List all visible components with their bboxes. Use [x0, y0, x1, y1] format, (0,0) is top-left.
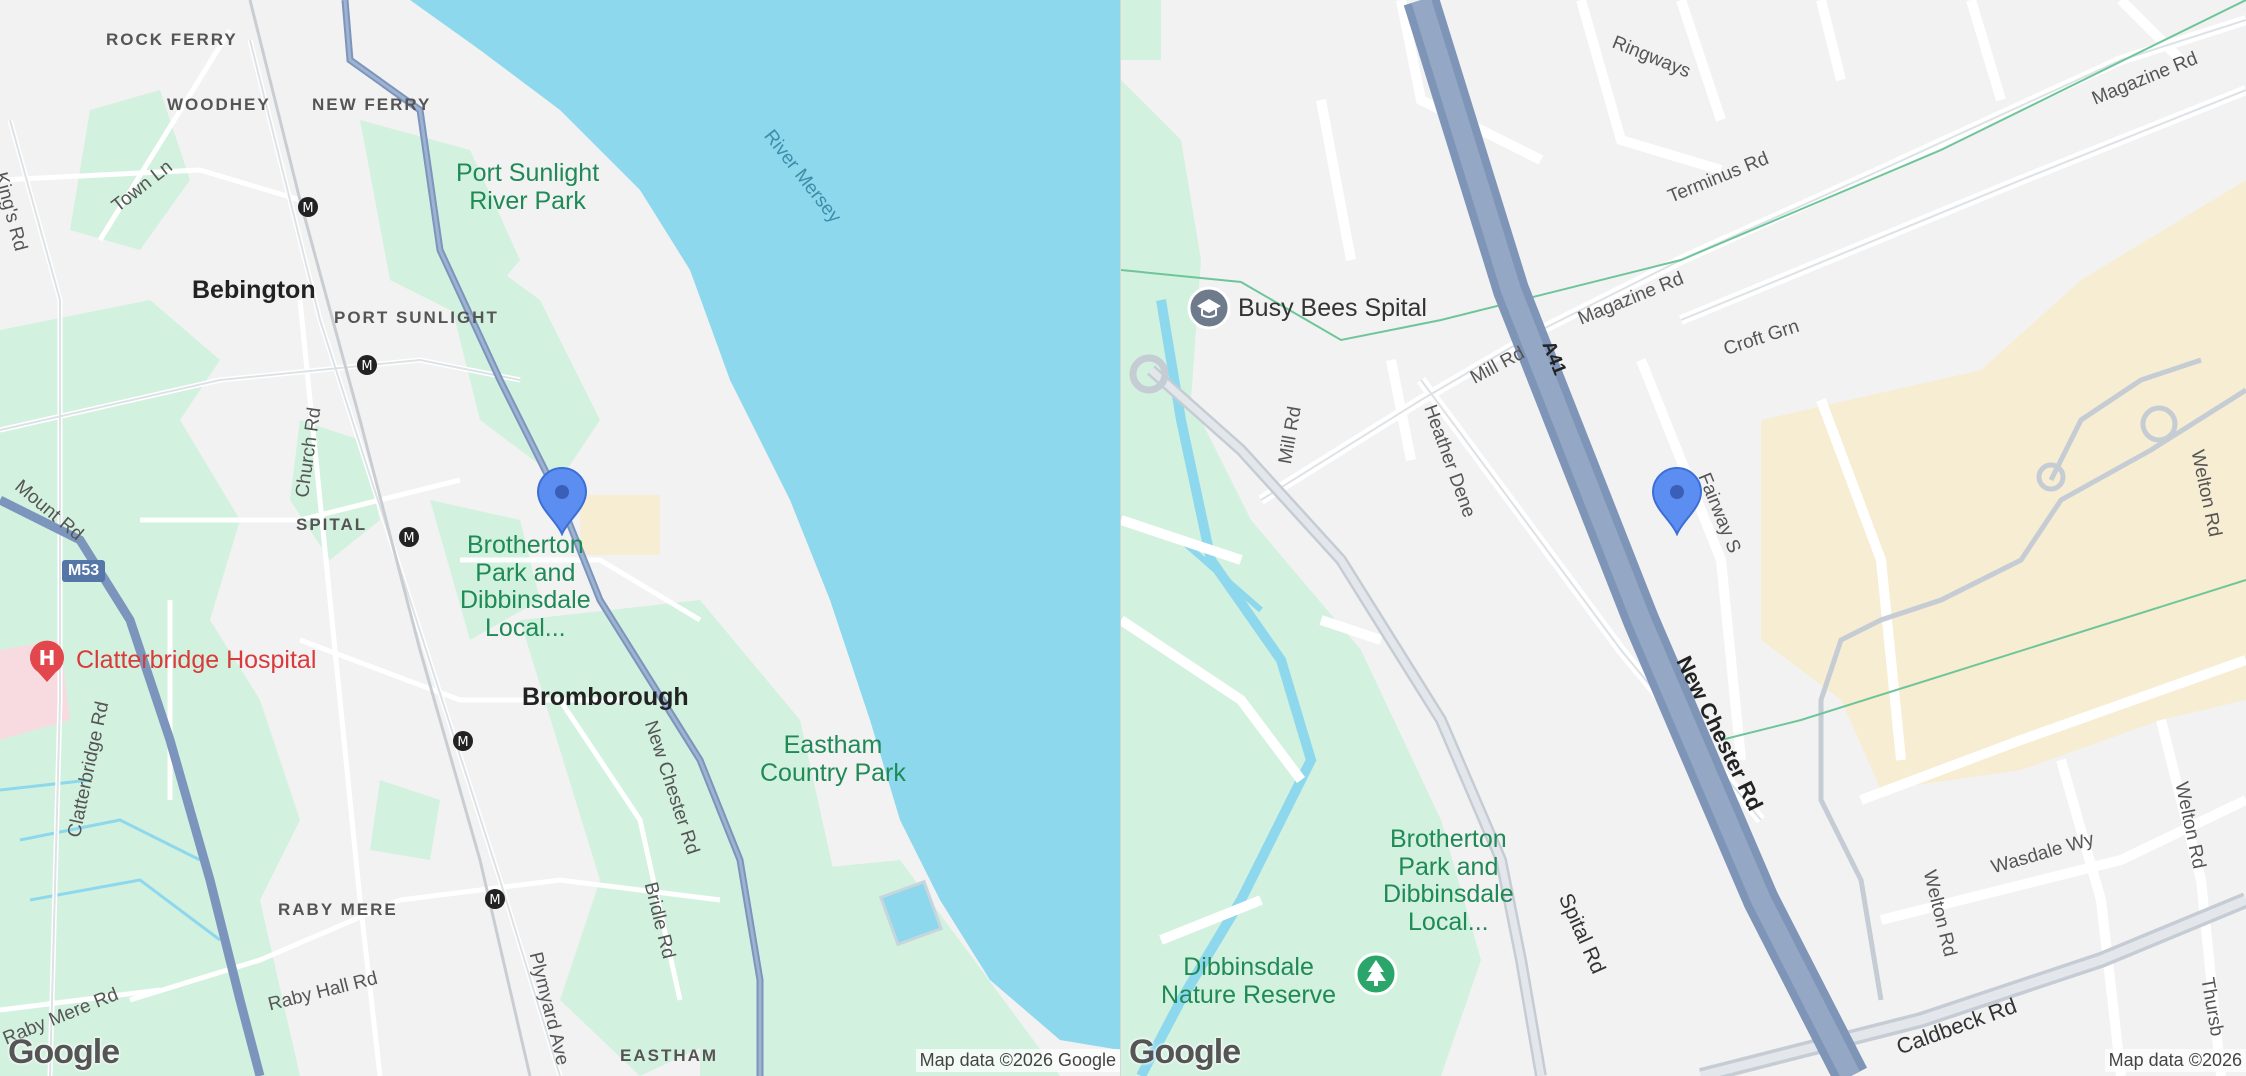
- label-brotherton-park[interactable]: Brotherton Park and Dibbinsdale Local...: [460, 531, 591, 642]
- detail-map[interactable]: Ringways Magazine Rd Terminus Rd Busy Be…: [1121, 0, 2246, 1076]
- location-pin-icon[interactable]: [1651, 466, 1703, 536]
- map-divider: [1120, 0, 1121, 1076]
- location-pin-icon[interactable]: [536, 466, 588, 536]
- label-busy-bees-spital[interactable]: Busy Bees Spital: [1238, 294, 1427, 322]
- hospital-icon[interactable]: H: [26, 638, 68, 684]
- label-bromborough[interactable]: Bromborough: [522, 683, 689, 711]
- map-attribution[interactable]: Map data ©2026: [2104, 1049, 2246, 1072]
- label-port-sunlight-river-park[interactable]: Port Sunlight River Park: [456, 159, 600, 215]
- label-port-sunlight: PORT SUNLIGHT: [334, 308, 499, 327]
- svg-text:H: H: [39, 646, 56, 670]
- detail-map-base: [1121, 0, 2246, 1076]
- label-bebington[interactable]: Bebington: [192, 276, 316, 304]
- label-clatterbridge-hospital[interactable]: Clatterbridge Hospital: [76, 646, 317, 674]
- svg-text:M: M: [302, 201, 313, 216]
- label-brotherton-park[interactable]: Brotherton Park and Dibbinsdale Local...: [1383, 825, 1514, 936]
- train-station-icon[interactable]: M: [297, 196, 319, 218]
- label-new-ferry: NEW FERRY: [312, 95, 432, 114]
- google-logo: Google: [8, 1033, 120, 1071]
- map-attribution[interactable]: Map data ©2026 Google: [915, 1049, 1120, 1072]
- svg-text:M: M: [403, 531, 414, 546]
- train-station-icon[interactable]: M: [356, 354, 378, 376]
- park-tree-icon[interactable]: [1354, 952, 1398, 996]
- svg-text:M: M: [457, 735, 468, 750]
- train-station-icon[interactable]: M: [484, 888, 506, 910]
- overview-map-base: [0, 0, 1120, 1076]
- label-spital: SPITAL: [296, 515, 368, 534]
- google-logo: Google: [1129, 1033, 1241, 1071]
- label-raby-mere: RABY MERE: [278, 900, 398, 919]
- label-rock-ferry: ROCK FERRY: [106, 30, 238, 49]
- label-woodhey: WOODHEY: [167, 95, 271, 114]
- overview-map[interactable]: ROCK FERRY WOODHEY NEW FERRY King's Rd T…: [0, 0, 1120, 1076]
- label-eastham-country-park[interactable]: Eastham Country Park: [760, 731, 906, 787]
- svg-text:M: M: [361, 359, 372, 374]
- svg-text:M: M: [489, 893, 500, 908]
- m53-shield: M53: [62, 560, 106, 583]
- label-dibbinsdale-nature-reserve[interactable]: Dibbinsdale Nature Reserve: [1161, 953, 1337, 1009]
- label-eastham: EASTHAM: [620, 1046, 719, 1065]
- school-icon[interactable]: [1187, 286, 1231, 330]
- train-station-icon[interactable]: M: [398, 526, 420, 548]
- train-station-icon[interactable]: M: [452, 730, 474, 752]
